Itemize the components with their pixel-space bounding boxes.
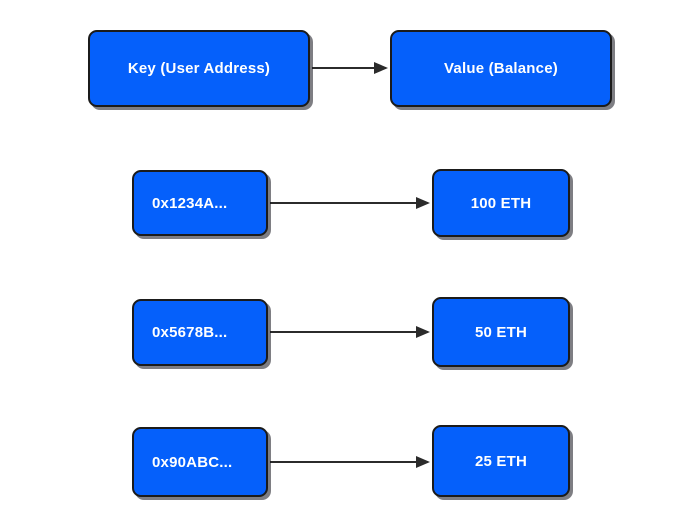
key-box-1[interactable]: 0x1234A... (132, 170, 268, 236)
value-box-1[interactable]: 100 ETH (432, 169, 570, 237)
key-box-2[interactable]: 0x5678B... (132, 299, 268, 366)
value-label-2: 50 ETH (474, 323, 528, 341)
value-label-3: 25 ETH (474, 452, 528, 470)
header-key-box[interactable]: Key (User Address) (88, 30, 310, 107)
header-key-label: Key (User Address) (127, 60, 271, 77)
key-box-3[interactable]: 0x90ABC... (132, 427, 268, 497)
value-box-2[interactable]: 50 ETH (432, 297, 570, 367)
key-label-3: 0x90ABC... (152, 453, 233, 471)
value-box-3[interactable]: 25 ETH (432, 425, 570, 497)
key-label-2: 0x5678B... (152, 324, 228, 341)
value-label-1: 100 ETH (470, 194, 532, 212)
header-value-box[interactable]: Value (Balance) (390, 30, 612, 107)
key-label-1: 0x1234A... (152, 194, 228, 212)
header-value-label: Value (Balance) (444, 60, 558, 77)
